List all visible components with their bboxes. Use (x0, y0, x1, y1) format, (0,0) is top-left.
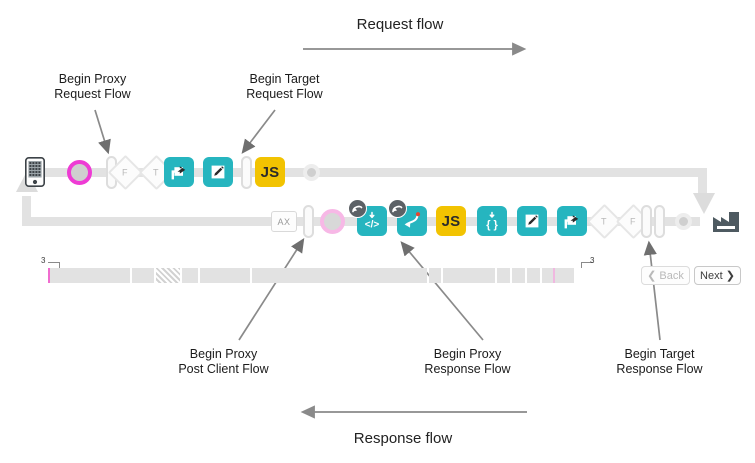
callout-line-1: Begin Target (624, 347, 695, 361)
target-server-icon (712, 209, 740, 233)
share-arrow-icon (170, 163, 188, 181)
callout-line-1: Begin Proxy (433, 347, 502, 361)
request-flow-rail (44, 168, 707, 177)
condition-label: F (122, 167, 128, 178)
mobile-device-icon (25, 157, 45, 187)
condition-label: T (601, 216, 607, 227)
callout-begin-target-response-flow: Begin Target Response Flow (597, 347, 722, 377)
response-flow-rail-elbow-h (22, 217, 54, 226)
timeline-segment[interactable] (512, 268, 525, 283)
timeline-segment[interactable] (200, 268, 250, 283)
callout-line-2: Response Flow (424, 362, 511, 376)
javascript-policy-label: JS (260, 163, 280, 181)
svg-text:</>: </> (365, 220, 380, 231)
code-tags-icon: </> (361, 210, 383, 232)
javascript-policy-step[interactable]: JS (436, 206, 466, 236)
timeline-cursor[interactable] (553, 268, 555, 283)
timeline-left-bracket (48, 262, 60, 268)
javascript-policy-label: JS (441, 212, 461, 230)
flow-divider-bar[interactable] (654, 205, 665, 238)
curved-arrow-icon (401, 210, 423, 232)
timeline-strip[interactable] (48, 268, 628, 283)
request-flow-title: Request flow (356, 16, 444, 33)
callout-line-2: Request Flow (54, 87, 131, 101)
timeline-segment[interactable] (429, 268, 441, 283)
timeline-cursor[interactable] (48, 268, 50, 283)
timeline-right-bracket (581, 262, 593, 268)
callout-begin-proxy-request-flow: Begin Proxy Request Flow (30, 72, 155, 102)
timeline-left-bracket-label: 3 (41, 256, 46, 265)
next-button[interactable]: Next ❯ (694, 266, 741, 285)
json-policy-step[interactable]: { } (477, 206, 507, 236)
callout-line-2: Response Flow (616, 362, 703, 376)
callout-begin-proxy-post-client-flow: Begin Proxy Post Client Flow (161, 347, 286, 377)
timeline-segment[interactable] (443, 268, 495, 283)
analytics-step[interactable]: AX (271, 211, 297, 232)
route-policy-step[interactable] (164, 157, 194, 187)
response-badge-icon (388, 199, 407, 218)
request-flow-rail-elbow (698, 168, 707, 196)
callout-line-1: Begin Proxy (58, 72, 127, 86)
share-arrow-icon (563, 212, 581, 230)
timeline-right-bracket-label: 3 (590, 256, 595, 265)
assign-message-policy-step[interactable] (517, 206, 547, 236)
analytics-label: AX (277, 216, 291, 227)
flow-end-marker[interactable] (303, 164, 320, 181)
response-badge-icon (348, 199, 367, 218)
svg-text:{ }: { } (486, 219, 498, 231)
timeline-segment[interactable] (182, 268, 198, 283)
response-flow-title: Response flow (353, 430, 453, 447)
timeline-segment[interactable] (497, 268, 510, 283)
flow-divider-bar[interactable] (641, 205, 652, 238)
callout-line-1: Begin Proxy (189, 347, 258, 361)
route-policy-step[interactable] (557, 206, 587, 236)
post-client-flow-marker[interactable] (320, 209, 345, 234)
back-button[interactable]: ❮ Back (641, 266, 690, 285)
pencil-icon (209, 163, 227, 181)
timeline-segment[interactable] (132, 268, 154, 283)
callout-begin-target-request-flow: Begin Target Request Flow (222, 72, 347, 102)
pencil-icon (523, 212, 541, 230)
timeline-segment-hatched[interactable] (156, 268, 180, 283)
assign-message-policy-step[interactable] (203, 157, 233, 187)
braces-icon: { } (481, 210, 503, 232)
response-start-marker[interactable] (675, 213, 692, 230)
response-flow-rail-elbow-v (22, 196, 31, 222)
callout-begin-proxy-response-flow: Begin Proxy Response Flow (405, 347, 530, 377)
javascript-policy-step[interactable]: JS (255, 157, 285, 187)
timeline-segment[interactable] (48, 268, 130, 283)
callout-line-2: Request Flow (246, 87, 323, 101)
flow-divider-bar[interactable] (241, 156, 252, 189)
flow-divider-bar[interactable] (303, 205, 314, 238)
callout-line-2: Post Client Flow (178, 362, 269, 376)
callout-line-1: Begin Target (249, 72, 320, 86)
timeline-segment[interactable] (527, 268, 540, 283)
flow-start-marker[interactable] (67, 160, 92, 185)
timeline-segment[interactable] (542, 268, 574, 283)
timeline-segment[interactable] (252, 268, 427, 283)
